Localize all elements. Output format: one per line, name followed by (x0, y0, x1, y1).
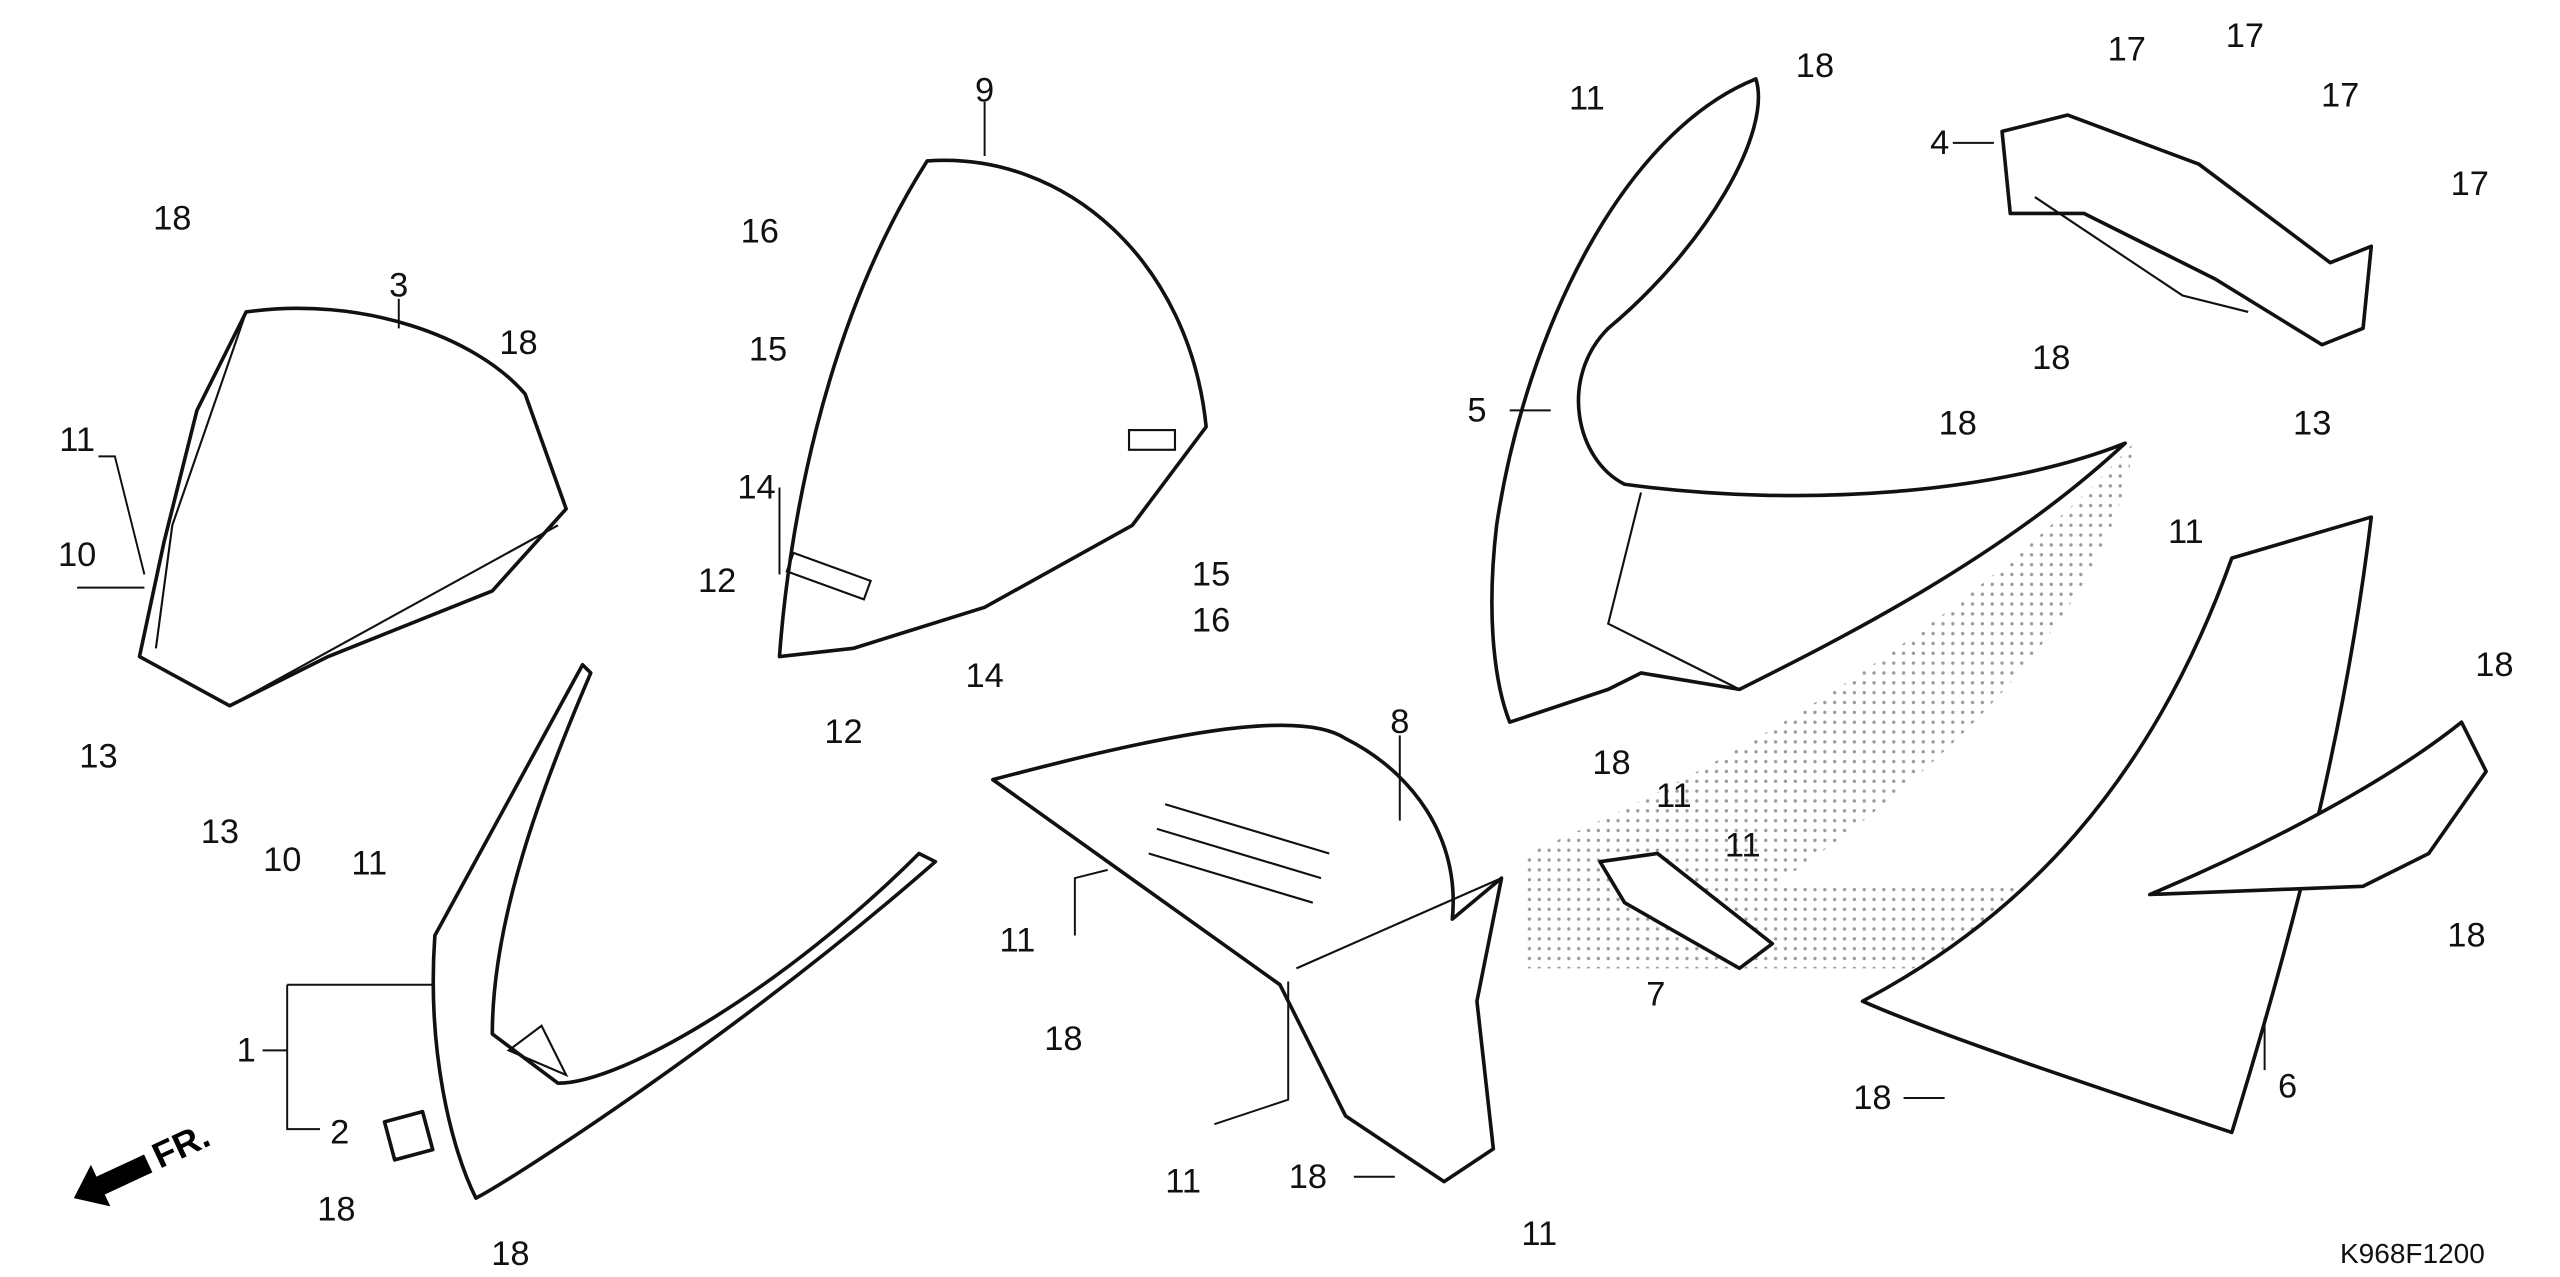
part-5-front-top-cover (1490, 77, 2127, 724)
part-2-emblem (382, 1109, 435, 1162)
diagram-code: K968F1200 (2340, 1238, 2485, 1269)
callout-18: 18 (1853, 1079, 1891, 1117)
callout-17: 17 (2108, 30, 2146, 68)
callout-13: 13 (201, 813, 239, 851)
callout-4: 4 (1930, 124, 1949, 162)
callout-10: 10 (58, 536, 96, 574)
part-7-bracket (1598, 851, 1775, 971)
callout-6: 6 (2278, 1068, 2297, 1106)
logo-watermark (1526, 443, 2134, 969)
callout-7: 7 (1646, 976, 1665, 1014)
callout-17: 17 (2451, 165, 2489, 203)
callout-16: 16 (741, 213, 779, 251)
callout-11: 11 (1521, 1215, 1557, 1253)
part-6-side-cover (1860, 515, 2488, 1135)
callout-14: 14 (965, 657, 1003, 695)
callout-18: 18 (1289, 1158, 1327, 1196)
callout-10: 10 (263, 841, 301, 879)
callout-18: 18 (499, 324, 537, 362)
callout-5: 5 (1467, 391, 1486, 429)
callout-8: 8 (1390, 703, 1409, 741)
fr-label: FR. (146, 1114, 216, 1176)
callout-9: 9 (975, 71, 994, 109)
callout-1: 1 (237, 1031, 256, 1069)
part-1-front-cover (431, 662, 938, 1200)
front-direction-indicator: FR. (73, 1114, 216, 1207)
callout-11: 11 (1165, 1163, 1201, 1201)
callout-11: 11 (1000, 921, 1036, 959)
callout-15: 15 (749, 331, 787, 369)
callout-11: 11 (59, 421, 95, 459)
callout-11: 11 (1725, 826, 1761, 864)
callout-18: 18 (1939, 405, 1977, 443)
callout-15: 15 (1192, 556, 1230, 594)
callout-11: 11 (1656, 777, 1692, 815)
callout-13: 13 (79, 738, 117, 776)
part-3-meter-visor (137, 306, 568, 708)
callout-18: 18 (1592, 744, 1630, 782)
callout-13: 13 (2293, 405, 2331, 443)
callout-18: 18 (2032, 339, 2070, 377)
part-8-inner-cover (991, 723, 1504, 1184)
callout-12: 12 (824, 713, 862, 751)
callout-18: 18 (317, 1191, 355, 1229)
callout-18: 18 (2475, 646, 2513, 684)
callout-17: 17 (2321, 76, 2359, 114)
callout-11: 11 (1569, 80, 1605, 118)
callout-3: 3 (389, 267, 408, 305)
leader-lines (77, 101, 2266, 1178)
callout-14: 14 (737, 469, 775, 507)
part-4-bracket (2000, 113, 2374, 347)
callout-11: 11 (2168, 513, 2204, 551)
callout-2: 2 (330, 1113, 349, 1151)
callout-18: 18 (2447, 917, 2485, 955)
callout-18: 18 (491, 1235, 529, 1273)
callout-18: 18 (1796, 47, 1834, 85)
callout-16: 16 (1192, 601, 1230, 639)
callout-18: 18 (153, 199, 191, 237)
callout-12: 12 (698, 562, 736, 600)
part-9-windscreen (777, 158, 1208, 659)
callout-18: 18 (1044, 1020, 1082, 1058)
callout-11: 11 (351, 844, 387, 882)
callout-17: 17 (2226, 17, 2264, 55)
